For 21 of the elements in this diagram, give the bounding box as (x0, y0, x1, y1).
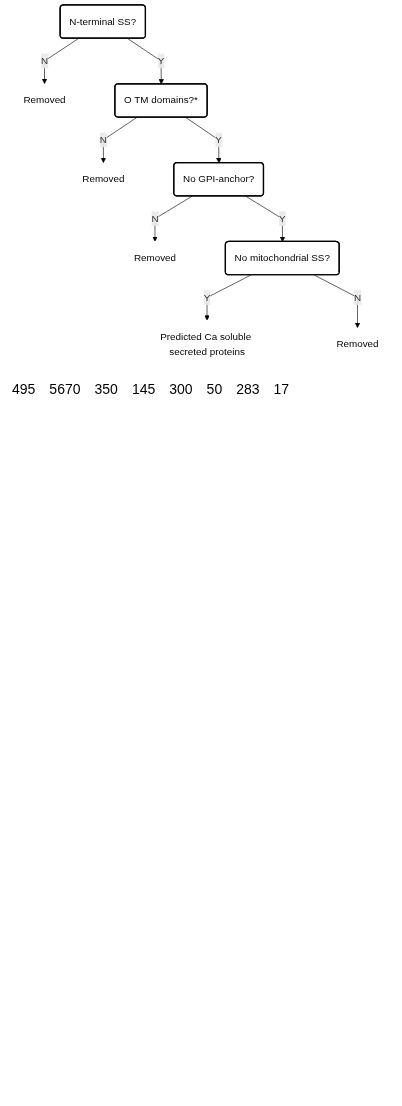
edge-label: N (40, 55, 49, 66)
count-label: 17 (273, 381, 290, 398)
edge-label: N (99, 134, 107, 145)
edge-label: Y (215, 134, 222, 145)
node-text: Removed (336, 338, 379, 350)
count-label: 145 (131, 381, 156, 398)
node-text: Predicted Ca soluble secreted proteins (160, 331, 252, 357)
count-label: 300 (169, 381, 193, 398)
node-text: Removed (82, 173, 125, 185)
edge-label: Y (203, 292, 211, 303)
edge-label: Y (157, 55, 165, 66)
count-label: 350 (94, 381, 118, 398)
edge-label: N (353, 292, 362, 303)
count-label: 5670 (49, 381, 81, 398)
count-label: 495 (12, 381, 36, 398)
node-text: Removed (133, 252, 177, 264)
count-label: 283 (236, 381, 260, 398)
count-label: 50 (206, 381, 223, 398)
edge-label: N (151, 213, 159, 224)
edge-label: Y (278, 213, 286, 224)
node-text: Removed (23, 94, 66, 106)
